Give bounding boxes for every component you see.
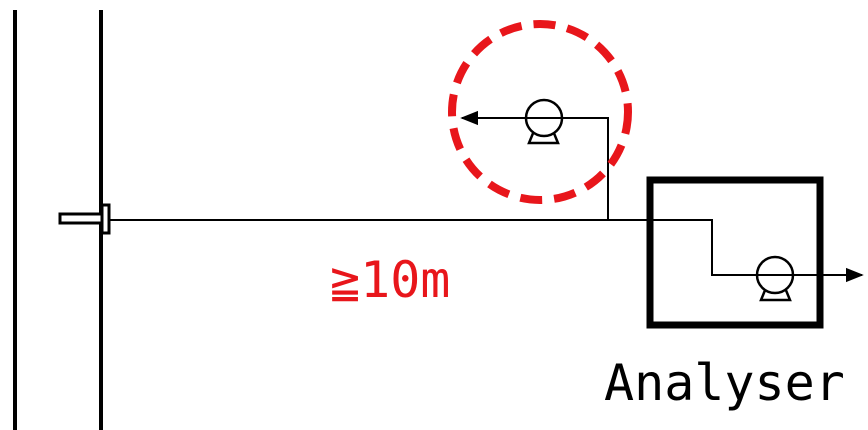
analyser-internal-line bbox=[650, 219, 864, 302]
pump-icon bbox=[524, 98, 564, 145]
analyser-box bbox=[646, 176, 824, 329]
highlight-circle bbox=[448, 20, 632, 204]
pump-icon bbox=[755, 255, 795, 302]
probe-icon bbox=[58, 203, 111, 235]
distance-label: ≧10m bbox=[330, 251, 450, 309]
bypass-branch bbox=[460, 98, 609, 220]
analyser-label: Analyser bbox=[604, 354, 845, 412]
